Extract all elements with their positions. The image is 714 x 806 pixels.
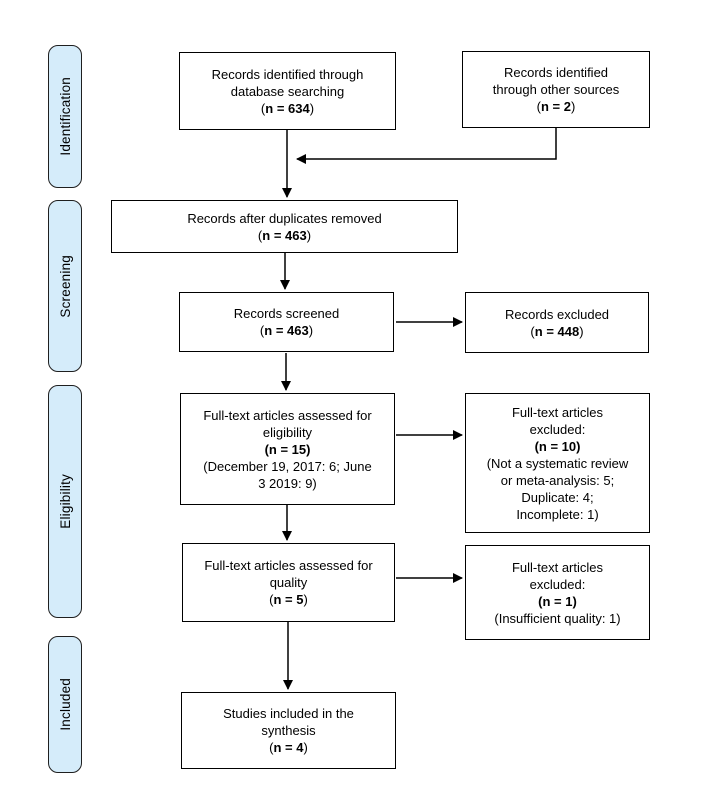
box-text-line: excluded: (529, 421, 586, 437)
box-studies-included-synthesis: Studies included in the synthesis (n = 4) (181, 692, 396, 769)
box-records-screened: Records screened (n = 463) (179, 292, 394, 352)
box-text-line: (n = 634) (260, 100, 315, 116)
box-text-line: (n = 1) (538, 593, 577, 609)
box-text-line: eligibility (262, 424, 313, 440)
box-text-line: (n = 15) (264, 441, 311, 457)
box-records-identified-other-sources: Records identified through other sources (… (462, 51, 650, 128)
box-text-line: Full-text articles (511, 404, 604, 420)
stage-screening-label: Screening (57, 254, 73, 318)
box-records-after-duplicates: Records after duplicates removed(n = 463… (111, 200, 458, 253)
box-text-line: quality (269, 575, 308, 590)
box-text-line: Full-text articles assessed for (203, 407, 372, 423)
box-text-line: (December 19, 2017: 6; June (203, 458, 372, 474)
stage-eligibility: Eligibility (48, 385, 82, 618)
box-text-line: Duplicate: 4; (521, 489, 594, 505)
box-text-line: through other sources (492, 82, 620, 97)
box-records-excluded: Records excluded(n = 448) (465, 292, 649, 353)
box-text-line: Studies included in the (223, 706, 354, 721)
box-text-line: (n = 10) (534, 438, 581, 454)
box-text-line: database searching (230, 83, 345, 99)
stage-eligibility-label: Eligibility (57, 474, 73, 529)
stage-included: Included (48, 636, 82, 773)
arrow-other-sources-join (296, 128, 557, 164)
box-text-line: (n = 2) (536, 99, 576, 114)
box-text-line: or meta-analysis: 5; (500, 472, 615, 488)
box-text-line: (Insufficient quality: 1) (494, 610, 621, 626)
box-text-line: Incomplete: 1) (516, 506, 599, 522)
stage-identification-label: Identification (57, 77, 73, 156)
box-text-line: Records screened (233, 306, 340, 321)
box-text-line: (n = 463) (259, 323, 314, 338)
stage-included-label: Included (57, 678, 73, 731)
stage-identification: Identification (48, 45, 82, 188)
stage-screening: Screening (48, 200, 82, 372)
box-text-line: (n = 4) (269, 740, 308, 755)
box-text-line: excluded: (529, 576, 586, 592)
box-text-line: synthesis (261, 723, 316, 738)
box-text-line: (n = 5) (269, 592, 308, 607)
box-text-line: Records identified through (211, 66, 364, 82)
box-text-line: Full-text articles (511, 559, 604, 575)
box-text-line: Records excluded (504, 306, 610, 322)
box-text-line: Records identified (503, 65, 609, 80)
box-text-line: Records after duplicates removed (187, 210, 382, 226)
box-text-line: Full-text articles assessed for (204, 558, 373, 573)
box-fulltext-assessed-quality: Full-text articles assessed for quality (n… (182, 543, 395, 622)
box-text-line: 3 2019: 9) (258, 475, 317, 491)
box-text-line: (n = 463) (257, 227, 312, 243)
box-text-line: (n = 448) (530, 323, 584, 339)
box-text-line: (Not a systematic review (486, 455, 629, 471)
